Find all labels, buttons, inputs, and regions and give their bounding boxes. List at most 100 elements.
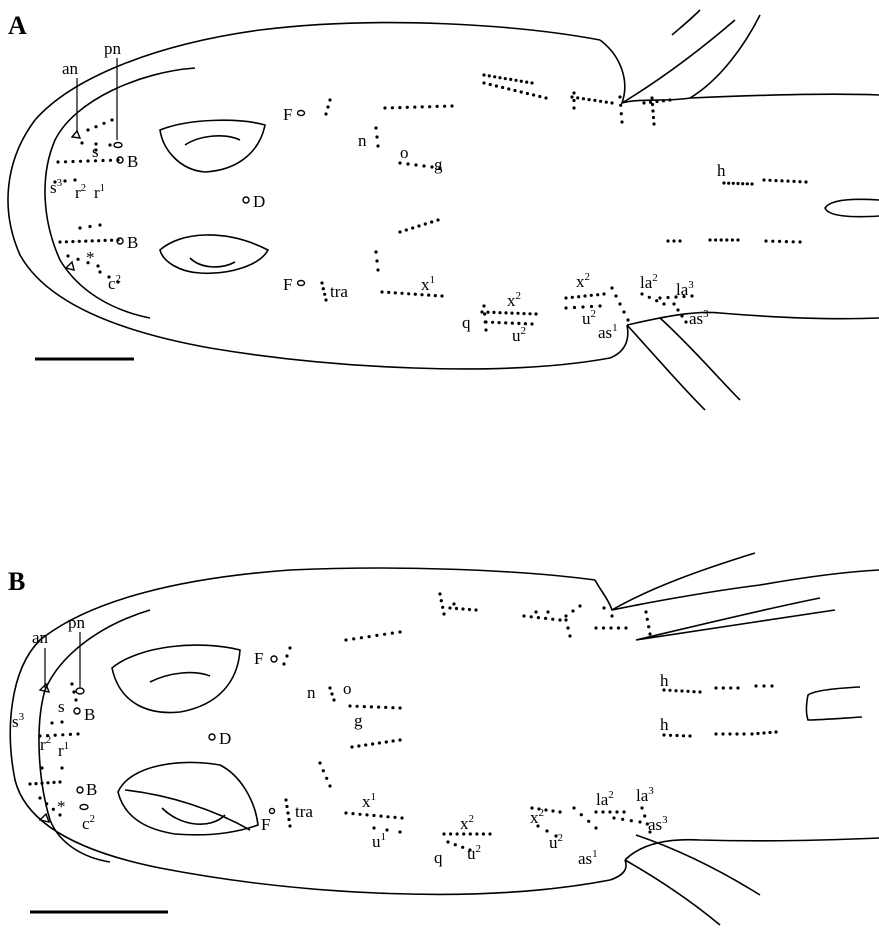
- papilla-dot: [798, 240, 801, 243]
- label-h-bottom: h: [660, 715, 669, 734]
- papilla-dot: [651, 103, 654, 106]
- papilla-dot: [608, 810, 611, 813]
- papilla-dot: [288, 824, 291, 827]
- papilla-dot: [430, 220, 433, 223]
- papilla-dot: [332, 698, 335, 701]
- pectoral-fin-bottom: [625, 835, 760, 925]
- papilla-dot: [620, 112, 623, 115]
- pectoral-fin-top: [612, 553, 835, 640]
- papilla-dot: [322, 769, 325, 772]
- papilla-dot: [400, 292, 403, 295]
- papilla-dot: [504, 311, 507, 314]
- papilla-dot: [63, 179, 66, 182]
- label-la3: la3: [636, 785, 654, 805]
- papilla-dot: [686, 690, 689, 693]
- pore-d: [243, 197, 249, 203]
- papilla-dot: [45, 802, 48, 805]
- papilla-dot: [421, 105, 424, 108]
- panel-letter-a: A: [8, 11, 27, 40]
- label-la2: la2: [596, 789, 614, 809]
- papilla-dot: [78, 240, 81, 243]
- papilla-dot: [618, 302, 621, 305]
- papilla-dot: [674, 689, 677, 692]
- label-as3: as3: [648, 814, 668, 834]
- papilla-dot: [498, 321, 501, 324]
- pectoral-fin-top: [622, 10, 760, 103]
- papilla-dot: [398, 738, 401, 741]
- papilla-dot: [88, 225, 91, 228]
- papilla-dot: [493, 75, 496, 78]
- papilla-dot: [644, 610, 647, 613]
- papilla-dot: [330, 692, 333, 695]
- papilla-dot: [668, 98, 671, 101]
- papilla-dot: [488, 74, 491, 77]
- papilla-dot: [417, 224, 420, 227]
- gill-cover-top: [595, 570, 879, 610]
- papilla-dot: [383, 633, 386, 636]
- papilla-dot: [736, 182, 739, 185]
- papilla-dot: [446, 840, 449, 843]
- pore-b-top: [74, 708, 80, 714]
- papilla-dot: [385, 740, 388, 743]
- papilla-dot: [655, 299, 658, 302]
- papilla-dot: [572, 106, 575, 109]
- papilla-dot: [771, 240, 774, 243]
- papilla-dot: [387, 291, 390, 294]
- papilla-dot: [386, 815, 389, 818]
- pore-pn: [114, 143, 122, 148]
- papilla-dot: [511, 322, 514, 325]
- label-q: q: [434, 848, 443, 867]
- papilla-dot: [690, 294, 693, 297]
- papilla-dot: [371, 742, 374, 745]
- papilla-dot: [577, 295, 580, 298]
- label-s3: s3: [50, 177, 63, 197]
- papilla-dot: [424, 222, 427, 225]
- papilla-dot: [405, 228, 408, 231]
- papilla-dot: [532, 93, 535, 96]
- label-tra: tra: [295, 802, 313, 821]
- pore-f-top: [271, 656, 277, 662]
- papilla-dot: [60, 766, 63, 769]
- papilla-dot: [411, 226, 414, 229]
- papilla-dot: [370, 705, 373, 708]
- papilla-dot: [572, 91, 575, 94]
- papilla-dot: [587, 820, 590, 823]
- label-h-top: h: [660, 671, 669, 690]
- papilla-dot: [590, 294, 593, 297]
- papilla-dot: [391, 706, 394, 709]
- papilla-dot: [326, 105, 329, 108]
- papilla-dot: [774, 730, 777, 733]
- papilla-dot: [40, 782, 43, 785]
- papilla-dot: [534, 610, 537, 613]
- pectoral-fin-bottom: [627, 318, 740, 410]
- papilla-dot: [484, 320, 487, 323]
- papilla-dot: [328, 784, 331, 787]
- papilla-dot: [643, 814, 646, 817]
- pore-b-bottom: [77, 787, 83, 793]
- label-u2a: u2: [512, 325, 526, 345]
- papilla-dot: [638, 820, 641, 823]
- papilla-dot: [286, 811, 289, 814]
- papilla-dot: [320, 281, 323, 284]
- papilla-dot: [546, 610, 549, 613]
- papilla-dot: [610, 101, 613, 104]
- papilla-dot: [450, 104, 453, 107]
- label-star: *: [86, 248, 95, 267]
- papilla-dot: [380, 290, 383, 293]
- pore-c2: [80, 805, 88, 810]
- papilla-dot: [102, 122, 105, 125]
- label-as1: as1: [578, 848, 598, 868]
- papilla-dot: [621, 818, 624, 821]
- papilla-dot: [750, 732, 753, 735]
- label-u1: u1: [372, 831, 386, 851]
- papilla-dot: [721, 732, 724, 735]
- papilla-dot: [498, 76, 501, 79]
- papilla-dot: [328, 686, 331, 689]
- eye-top: [160, 120, 265, 172]
- papilla-dot: [768, 731, 771, 734]
- papilla-dot: [750, 182, 753, 185]
- papilla-dot: [348, 704, 351, 707]
- papilla-dot: [368, 635, 371, 638]
- papilla-dot: [375, 135, 378, 138]
- papilla-dot: [422, 164, 425, 167]
